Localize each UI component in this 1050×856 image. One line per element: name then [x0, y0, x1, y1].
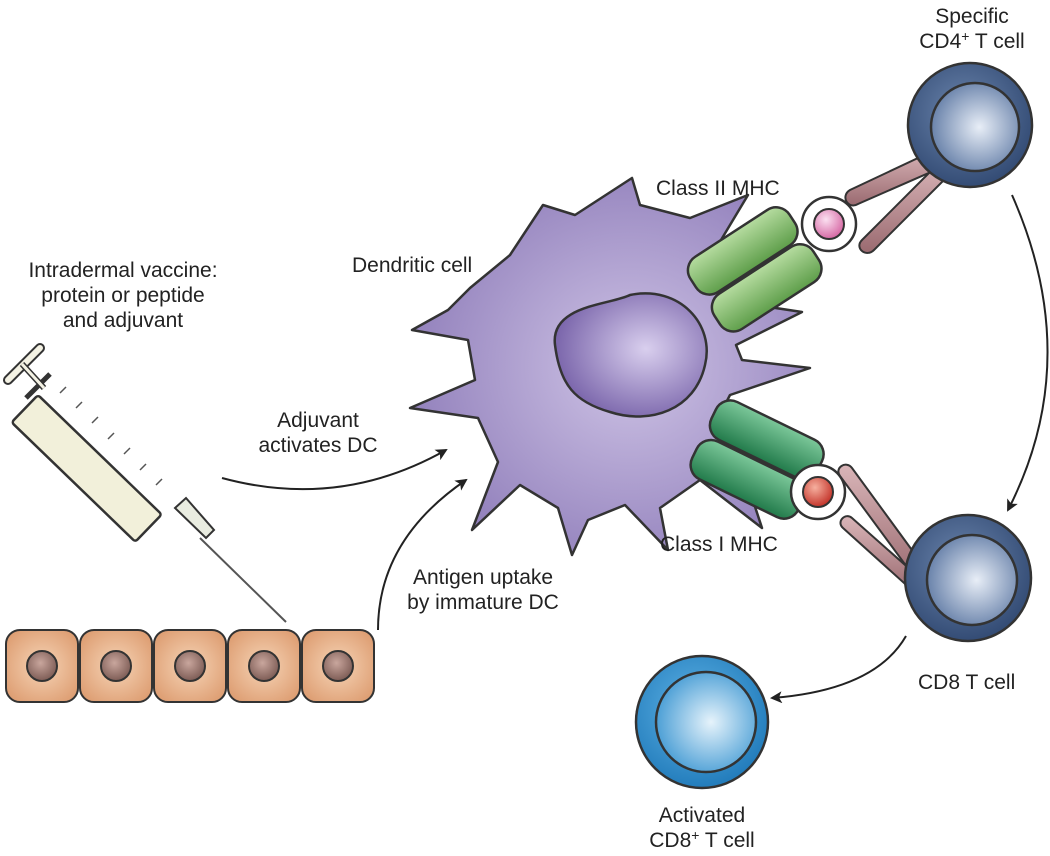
antigen-uptake-label-line: Antigen uptake: [412, 566, 554, 589]
tcr-cd4: [844, 148, 948, 254]
activated-label-line1: Activated: [658, 804, 746, 827]
skin-cell: [227, 629, 301, 703]
tcr-cd8: [837, 463, 930, 594]
antigen-uptake-label: Antigen uptake by immature DC: [398, 565, 568, 615]
adjuvant-label-line: Adjuvant: [277, 409, 359, 432]
dendritic-cell-label-text: Dendritic cell: [352, 254, 473, 277]
arrow-antigen-uptake: [377, 478, 468, 631]
skin-cell: [79, 629, 153, 703]
cd8-t-cell-label: CD8 T cell: [918, 670, 1015, 695]
class-i-mhc-label: Class I MHC: [660, 532, 778, 557]
class-i-mhc-label-text: Class I MHC: [660, 533, 778, 556]
peptide-class-i: [802, 476, 834, 508]
cd4-label-suffix: T cell: [969, 30, 1025, 53]
activated-label-superscript: +: [691, 827, 700, 843]
cd8-t-cell: [903, 513, 1033, 643]
skin-cell: [153, 629, 227, 703]
class-ii-mhc-label: Class II MHC: [656, 176, 780, 201]
activated-label-line2: CD8+ T cell: [622, 828, 782, 853]
antigen-uptake-label-line: by immature DC: [407, 591, 559, 614]
activated-label-suffix: T cell: [699, 829, 755, 852]
cd4-t-cell-label-line2: CD4+ T cell: [900, 29, 1044, 54]
activated-label-prefix: CD8: [649, 829, 692, 852]
syringe-icon: [3, 343, 287, 623]
cd4-t-cell-label-line1: Specific: [935, 5, 1009, 28]
vaccine-label-line: protein or peptide: [41, 284, 205, 307]
activated-cd8-label: Activated CD8+ T cell: [622, 803, 782, 853]
arrow-adjuvant: [221, 449, 448, 491]
vaccine-label: Intradermal vaccine: protein or peptide …: [4, 258, 242, 333]
skin-cell: [5, 629, 79, 703]
adjuvant-label: Adjuvant activates DC: [248, 408, 388, 458]
class-ii-mhc-label-text: Class II MHC: [656, 177, 780, 200]
peptide-class-ii: [813, 208, 845, 240]
adjuvant-label-line: activates DC: [258, 434, 378, 457]
cd8-t-cell-label-text: CD8 T cell: [918, 671, 1016, 694]
vaccine-label-line: and adjuvant: [62, 309, 184, 332]
cd4-t-cell-label: Specific CD4+ T cell: [900, 4, 1044, 54]
cd4-label-superscript: +: [961, 28, 970, 44]
skin-cells: [5, 629, 375, 703]
arrow-cd4-to-cd8: [1007, 194, 1049, 512]
vaccine-label-line: Intradermal vaccine:: [28, 259, 218, 282]
skin-cell: [301, 629, 375, 703]
dendritic-cell-label: Dendritic cell: [352, 253, 472, 278]
activated-cd8-t-cell: [634, 654, 770, 790]
class-i-mhc: [689, 399, 847, 521]
dendritic-cell-nucleus: [553, 292, 708, 418]
cd4-label-prefix: CD4: [919, 30, 962, 53]
cd4-t-cell: [906, 61, 1034, 189]
class-ii-mhc: [686, 195, 858, 333]
arrow-cd8-to-activated: [770, 635, 907, 704]
